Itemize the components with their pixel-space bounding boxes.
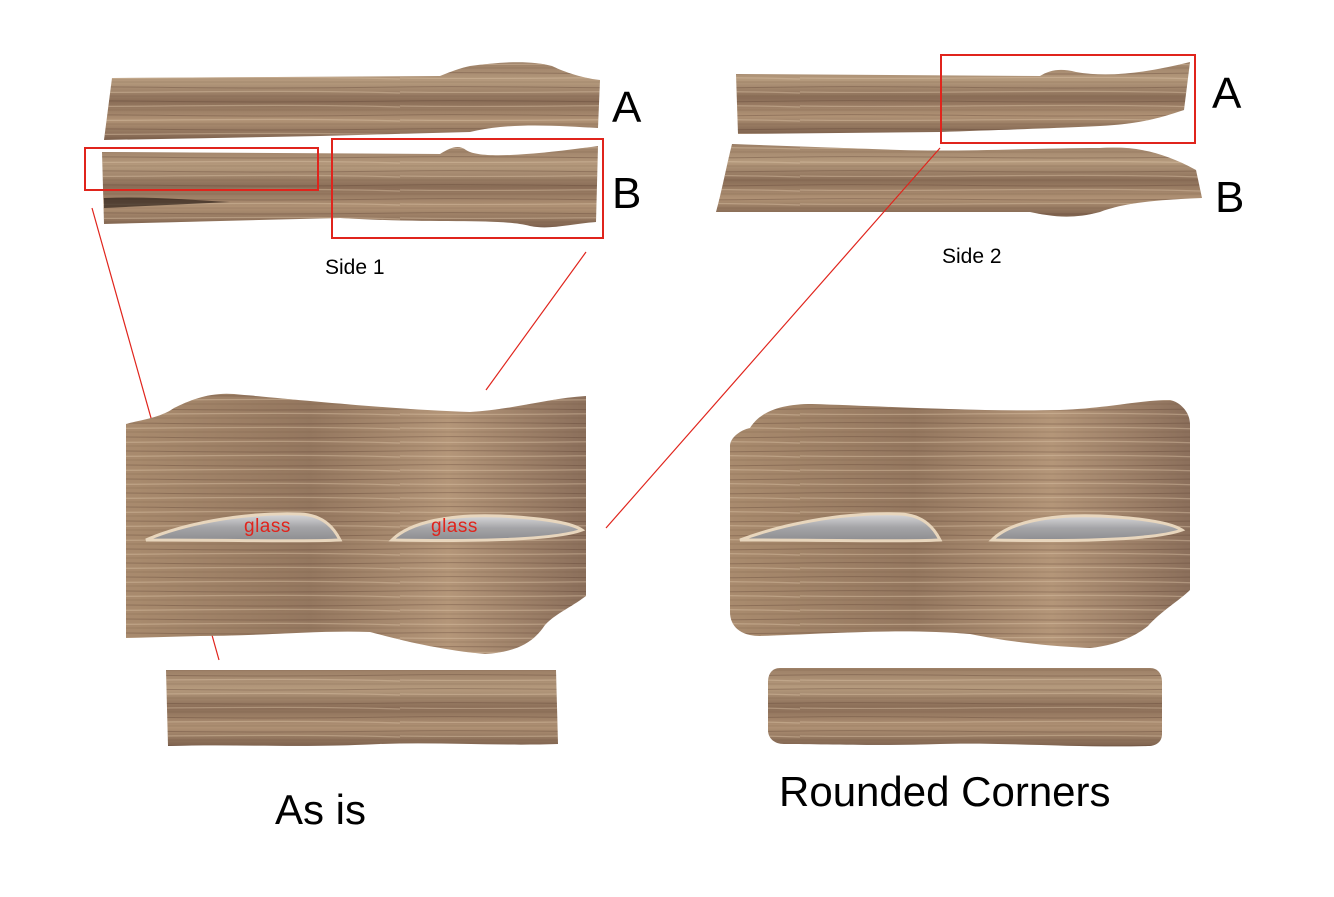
side1-caption: Side 1: [325, 256, 385, 279]
side1-label-b: B: [612, 169, 642, 218]
side2-highlight: [940, 54, 1196, 144]
side1-highlight-left: [84, 147, 319, 191]
rounded-main-slab: [730, 400, 1190, 648]
as-is-bottom-slab: [166, 670, 558, 746]
side2-caption: Side 2: [942, 245, 1002, 268]
side1-label-a: A: [612, 83, 642, 132]
side2-slab-b: [716, 144, 1202, 217]
rounded-bottom-slab: [768, 668, 1162, 747]
glass-label-left: glass: [244, 516, 291, 537]
as-is-caption: As is: [275, 786, 367, 833]
side1-slab-b: [102, 146, 598, 228]
side2-label-b: B: [1215, 173, 1245, 222]
side2-label-a: A: [1212, 69, 1242, 118]
glass-label-right: glass: [431, 516, 478, 537]
rounded-corners-caption: Rounded Corners: [779, 768, 1111, 815]
side1-slab-a: [104, 62, 600, 140]
connector-line-2: [485, 251, 587, 391]
side1-highlight-right: [331, 138, 604, 239]
side2-slab-a: [736, 62, 1190, 134]
connector-line-3: [605, 147, 941, 529]
as-is-main-slab: [126, 393, 586, 654]
